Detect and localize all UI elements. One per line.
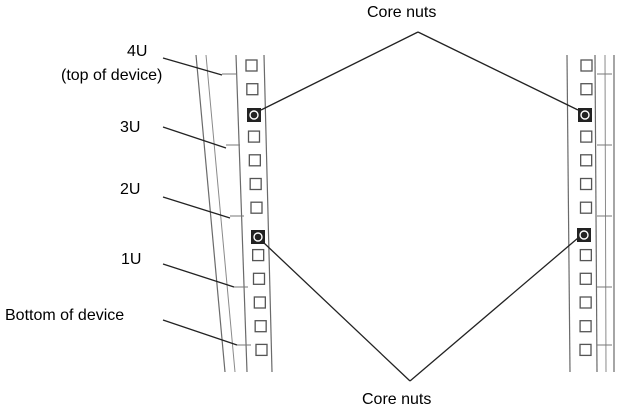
square-hole-icon <box>248 154 261 167</box>
square-hole-icon <box>254 320 267 333</box>
label-1u: 1U <box>121 251 141 268</box>
label-4u: 4U <box>127 43 147 60</box>
square-hole-icon <box>579 177 593 191</box>
label-3u: 3U <box>120 119 140 136</box>
core-nut-icon <box>251 230 265 244</box>
square-hole-icon <box>253 296 266 309</box>
square-hole-icon <box>579 296 592 309</box>
square-hole-icon <box>252 248 265 262</box>
right-rail-holes <box>579 59 593 357</box>
label-bottom-of-device: Bottom of device <box>5 307 124 324</box>
left-rail-holes <box>245 59 268 357</box>
core-nut-icon <box>577 228 591 242</box>
square-hole-icon <box>250 201 263 214</box>
square-hole-icon <box>247 130 261 143</box>
label-2u: 2U <box>120 181 140 198</box>
core-nuts-bottom-label: Core nuts <box>362 391 431 408</box>
square-hole-icon <box>245 59 258 72</box>
square-hole-icon <box>255 343 268 357</box>
leader-lines <box>162 31 579 382</box>
core-nut-icon <box>578 108 592 122</box>
square-hole-icon <box>252 272 266 285</box>
square-hole-icon <box>579 201 593 214</box>
square-hole-icon <box>579 320 592 333</box>
core-nuts-top-label: Core nuts <box>367 4 436 21</box>
square-hole-icon <box>580 83 593 96</box>
right-rail <box>566 54 615 373</box>
square-hole-icon <box>579 248 592 262</box>
label-4u-note: (top of device) <box>61 67 162 84</box>
square-hole-icon <box>579 272 592 285</box>
square-hole-icon <box>579 343 592 357</box>
square-hole-icon <box>580 59 593 72</box>
square-hole-icon <box>580 154 593 167</box>
core-nut-icon <box>247 108 261 122</box>
square-hole-icon <box>580 130 593 143</box>
square-hole-icon <box>246 83 259 96</box>
square-hole-icon <box>249 177 262 191</box>
